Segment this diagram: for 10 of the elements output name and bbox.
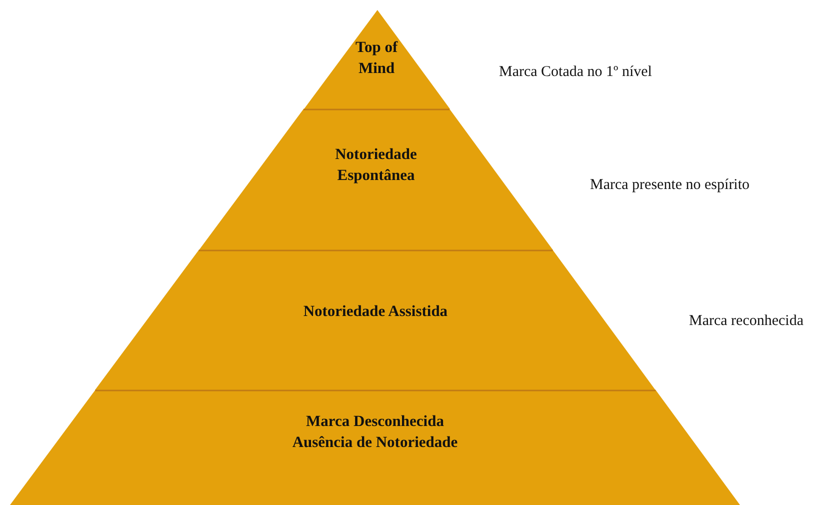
side-note: Marca presente no espírito (590, 176, 750, 194)
level-label: Ausência de Notoriedade (292, 433, 458, 453)
level-label: Marca Desconhecida (306, 412, 444, 432)
level-label: Top of Mind (354, 38, 399, 79)
pyramid-level (10, 390, 740, 505)
pyramid-level (95, 250, 656, 390)
level-label: Notoriedade Espontânea (334, 145, 418, 186)
level-label: Notoriedade Assistida (303, 302, 448, 322)
side-note: Marca reconhecida (689, 312, 804, 330)
side-note: Marca Cotada no 1º nível (499, 63, 652, 81)
